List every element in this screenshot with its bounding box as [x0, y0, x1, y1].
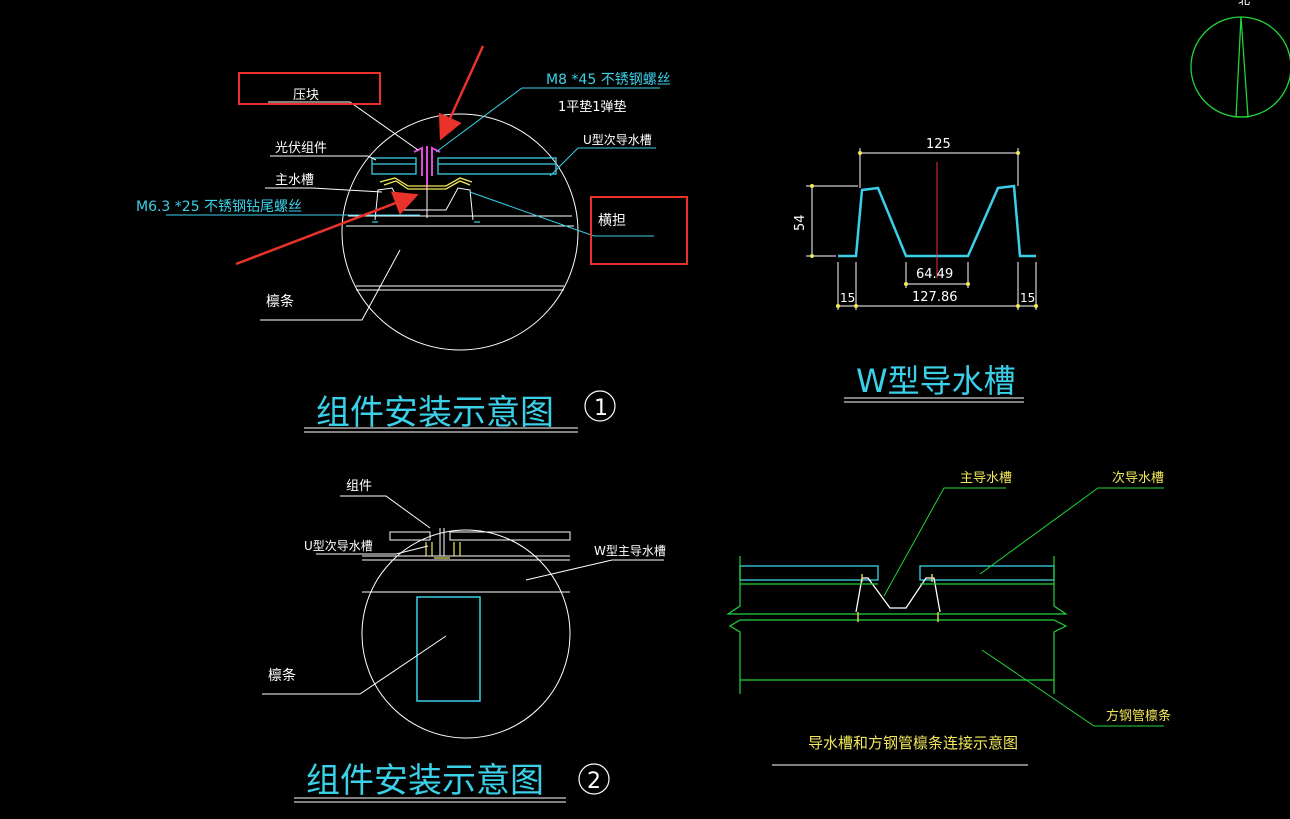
- detail-2-module-shape: [362, 528, 571, 593]
- detail-2-purlin-shape: [416, 596, 481, 702]
- detail-2-leaders: [262, 495, 664, 695]
- label-screw-m6: M6.3 *25 不锈钢钻尾螺丝: [136, 199, 302, 215]
- connection-group: 主导水槽 次导水槽 方钢管檩条 导水槽和方钢管檩条连接示意图: [726, 470, 1171, 766]
- connection-title: 导水槽和方钢管檩条连接示意图: [808, 734, 1018, 752]
- label-main-guide-channel: 主导水槽: [960, 471, 1012, 486]
- pv-module-shape: [371, 157, 557, 175]
- detail-2-circle: [361, 529, 571, 739]
- red-arrow-pressure-block: [438, 45, 485, 141]
- connection-leaders: [883, 487, 1164, 727]
- dim-bottom-total: 127.86: [912, 290, 958, 305]
- label-w-channel: W型主导水槽: [594, 544, 666, 558]
- dim-bottom-inner: 64.49: [916, 267, 953, 282]
- label-washer: 1平垫1弹垫: [558, 99, 627, 115]
- dim-left-flange: 15: [840, 291, 855, 305]
- label-module: 组件: [346, 479, 372, 494]
- label-u-channel-2: U型次导水槽: [304, 539, 373, 553]
- label-bolt-m8: M8 *45 不锈钢螺丝: [546, 72, 671, 88]
- pressure-block-shape: [413, 146, 441, 190]
- label-main-channel: 主水槽: [275, 173, 314, 188]
- detail-1-title: 组件安装示意图: [316, 393, 554, 433]
- dim-top: 125: [926, 137, 951, 152]
- label-pressure-block: 压块: [293, 88, 319, 103]
- detail-1-group: 压块 M8 *45 不锈钢螺丝 1平垫1弹垫 光伏组件 U型次导水槽 主水槽 M…: [136, 45, 688, 433]
- dim-right-flange: 15: [1020, 291, 1035, 305]
- detail-1-number: 1: [594, 396, 608, 421]
- label-pv-module: 光伏组件: [275, 141, 327, 156]
- w-channel-title: W型导水槽: [856, 362, 1016, 400]
- connection-w-channel: [855, 577, 941, 613]
- cross-beam-shape: [346, 187, 574, 291]
- compass-needle: [1235, 16, 1249, 118]
- connection-fasteners: [857, 574, 939, 622]
- detail-1-leaders: [260, 101, 419, 321]
- w-channel-dimensions: [806, 148, 1037, 310]
- label-cross-beam: 横担: [598, 213, 626, 229]
- detail-2-group: 组件 U型次导水槽 W型主导水槽 檩条 组件安装示意图 2: [262, 479, 666, 803]
- highlight-box-pressure-block: [238, 72, 381, 105]
- connection-purlin: [726, 556, 1068, 694]
- detail-1-leaders-cyan: [166, 87, 660, 237]
- label-u-channel: U型次导水槽: [583, 133, 652, 147]
- w-channel-dim-ticks: [810, 151, 1038, 308]
- label-purlin-2: 檩条: [268, 667, 296, 684]
- red-arrow-cross-beam: [235, 191, 419, 266]
- w-channel-group: 125 54 64.49 127.86 15 15 W型导水槽: [793, 137, 1038, 403]
- detail-1-number-circle: [584, 390, 616, 422]
- label-purlin-1: 檩条: [266, 293, 294, 310]
- label-sub-guide-channel: 次导水槽: [1112, 470, 1164, 486]
- compass-label: 北: [1238, 0, 1250, 7]
- detail-1-circle: [341, 113, 579, 351]
- detail-2-number-circle: [578, 763, 610, 795]
- detail-2-u-channel: [425, 542, 461, 559]
- detail-2-title: 组件安装示意图: [306, 761, 544, 801]
- detail-2-number: 2: [587, 769, 601, 794]
- label-square-tube-purlin: 方钢管檩条: [1106, 708, 1171, 724]
- dim-height: 54: [793, 214, 808, 231]
- main-channel-shape: [379, 177, 473, 190]
- north-compass: 北: [1190, 0, 1290, 118]
- highlight-box-cross-beam: [590, 196, 688, 265]
